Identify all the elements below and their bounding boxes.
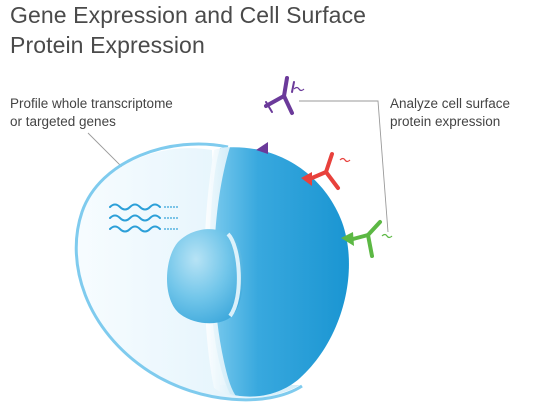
- cell-cut-rim: [204, 147, 236, 396]
- rna-strand-3: [109, 225, 161, 233]
- nucleus: [167, 229, 244, 324]
- antibody-purple-tag: [293, 86, 305, 92]
- protein-label-line-1: Analyze cell surface: [390, 96, 511, 111]
- membrane-protein-purple: [256, 142, 268, 154]
- cell-cut-face: [209, 147, 349, 397]
- cell-membrane-outline: [74, 142, 303, 402]
- rna-transcripts: [109, 203, 161, 233]
- diagram-title-line-2: Protein Expression: [10, 32, 205, 58]
- diagram-title-line-1: Gene Expression and Cell Surface: [10, 2, 367, 28]
- rna-strand-1: [109, 203, 161, 211]
- protein-label: Analyze cell surface protein expression: [390, 95, 510, 131]
- rna-strand-2: [109, 214, 161, 222]
- antibody-purple: [264, 76, 295, 115]
- rna-tails: [164, 206, 178, 230]
- protein-leader-line-top: [299, 100, 389, 233]
- transcriptome-label: Profile whole transcriptome or targeted …: [10, 95, 173, 131]
- transcriptome-label-line-1: Profile whole transcriptome: [10, 96, 173, 111]
- antibody-green: [341, 220, 393, 258]
- nucleus-cut-highlight: [226, 232, 241, 318]
- antibody-red: [301, 152, 351, 190]
- protein-label-line-2: protein expression: [390, 114, 501, 129]
- transcriptome-label-line-2: or targeted genes: [10, 114, 116, 129]
- diagram-title: Gene Expression and Cell Surface Protein…: [10, 0, 530, 60]
